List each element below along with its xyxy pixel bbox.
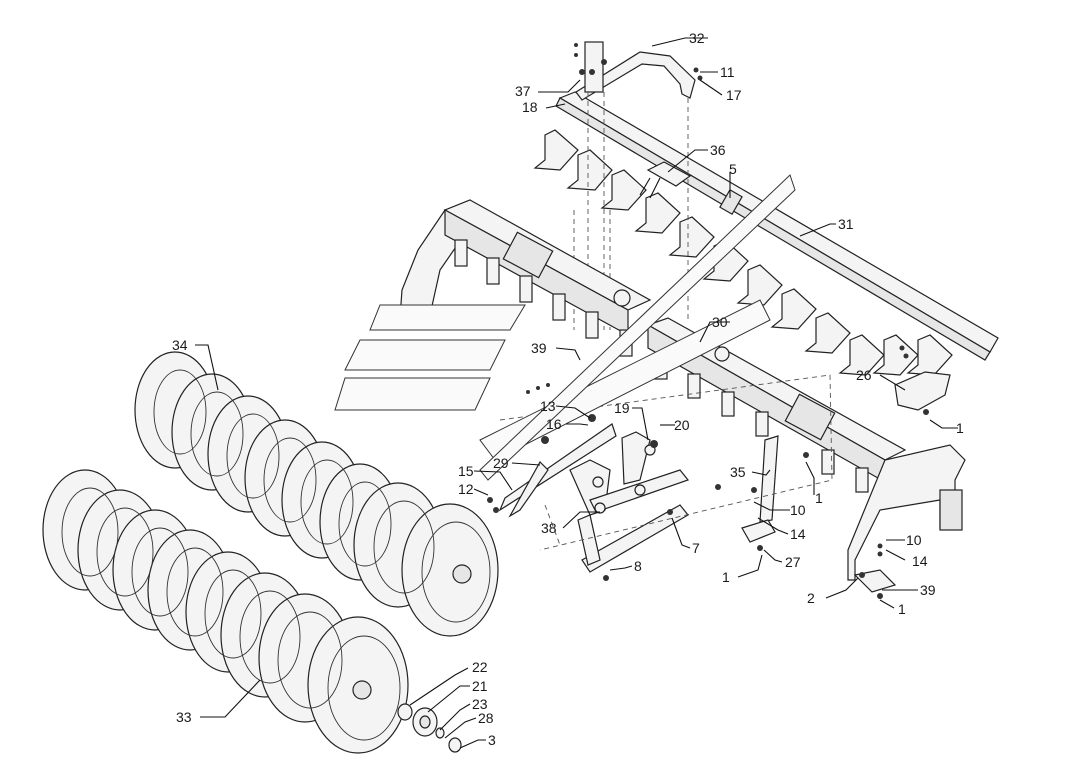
- callout-15: 15: [458, 463, 474, 479]
- callout-34: 34: [172, 337, 188, 353]
- callout-12: 12: [458, 481, 474, 497]
- callout-36: 36: [710, 142, 726, 158]
- callout-2: 2: [807, 590, 815, 606]
- callout-labels: 32 11 17 37 18 36 5 31 30 34 39 26 1 13 …: [172, 30, 964, 748]
- bracket-36: [639, 161, 692, 199]
- callout-28: 28: [478, 710, 494, 726]
- callout-27: 27: [785, 554, 801, 570]
- callout-5: 5: [729, 161, 737, 177]
- tine-bar-31: [533, 91, 999, 376]
- callout-14-right: 14: [912, 553, 928, 569]
- roller-34: [134, 351, 499, 637]
- callout-39-right: 39: [920, 582, 936, 598]
- callout-29: 29: [493, 455, 509, 471]
- linkage: [498, 423, 689, 573]
- callout-20: 20: [674, 417, 690, 433]
- callout-7: 7: [692, 540, 700, 556]
- callout-13: 13: [540, 398, 556, 414]
- callout-1-right: 1: [898, 601, 906, 617]
- callout-33: 33: [176, 709, 192, 725]
- leader-lines: [195, 37, 958, 749]
- callout-8: 8: [634, 558, 642, 574]
- callout-32: 32: [689, 30, 705, 46]
- callout-1-lower: 1: [722, 569, 730, 585]
- callout-11: 11: [720, 64, 735, 80]
- callout-10-right: 10: [906, 532, 922, 548]
- callout-39-top: 39: [531, 340, 547, 356]
- callout-14-mid: 14: [790, 526, 806, 542]
- callout-35: 35: [730, 464, 746, 480]
- main-frame: [399, 199, 652, 357]
- roller-33: [42, 469, 462, 754]
- callout-37: 37: [515, 83, 531, 99]
- phantom-outlines: [499, 374, 833, 551]
- callout-30: 30: [712, 314, 728, 330]
- callout-26: 26: [856, 367, 872, 383]
- callout-23: 23: [472, 696, 488, 712]
- callout-16: 16: [546, 416, 562, 432]
- bracket-35: [741, 371, 951, 593]
- callout-18: 18: [522, 99, 538, 115]
- callout-31: 31: [838, 216, 854, 232]
- callout-1-mid: 1: [815, 490, 823, 506]
- fasteners: [487, 43, 929, 599]
- callout-17: 17: [726, 87, 742, 103]
- callout-19: 19: [614, 400, 630, 416]
- callout-22: 22: [472, 659, 488, 675]
- callout-38: 38: [541, 520, 557, 536]
- callout-3: 3: [488, 732, 496, 748]
- callout-10-mid: 10: [790, 502, 806, 518]
- plate-stack: [334, 174, 796, 481]
- beam-30: [646, 317, 966, 581]
- callout-21: 21: [472, 678, 488, 694]
- callout-1-top: 1: [956, 420, 964, 436]
